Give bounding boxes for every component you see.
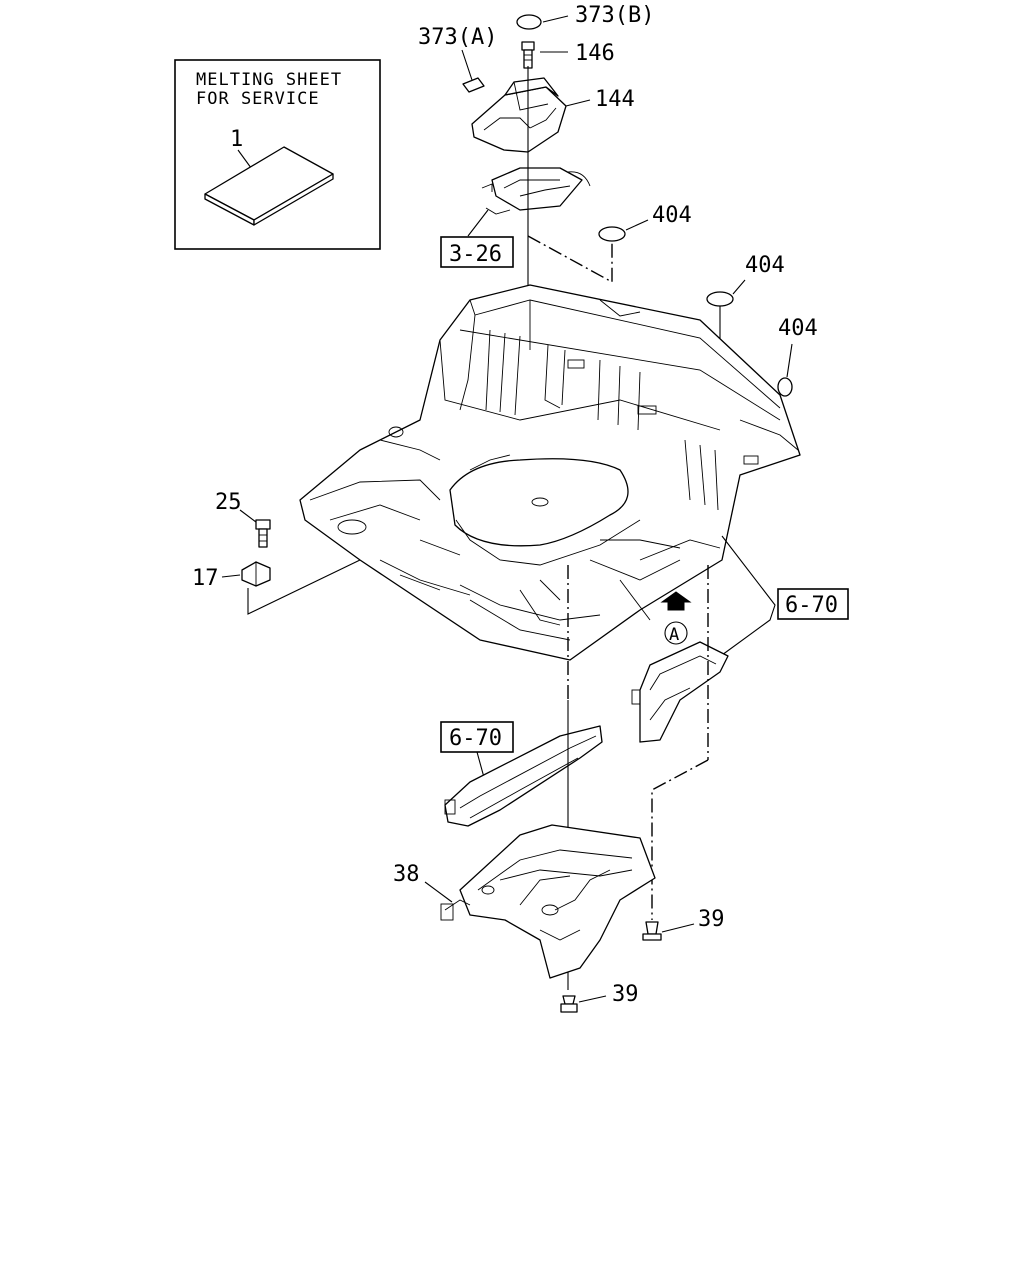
bracket-17 [241,561,271,587]
callout-404a: 404 [652,203,692,228]
refbox-3-26 [440,236,514,268]
view-arrow: A [660,591,692,645]
inset-title-line1: MELTING SHEET [196,70,342,90]
console-bracket-144 [471,77,591,153]
callout-404c: 404 [778,316,818,341]
clip-39-right [642,921,695,941]
callout-373a: 373(A) [418,25,497,50]
refbox-3-26-label: 3-26 [449,242,502,267]
callout-404b: 404 [745,253,785,278]
callout-17: 17 [192,566,219,591]
refbox-6-70-left-label: 6-70 [449,726,502,751]
refbox-6-70-right-label: 6-70 [785,593,838,618]
clip-39-bottom [560,995,607,1013]
melting-sheet-inset: MELTING SHEET FOR SERVICE 1 [174,59,381,250]
inset-title-line2: FOR SERVICE [196,89,320,109]
side-rail-left [444,725,603,827]
callout-38: 38 [393,862,420,887]
refbox-6-70-right [777,588,849,620]
crossmember-38 [440,824,656,979]
shift-bracket [467,167,591,237]
inset-part-ref: 1 [230,127,243,152]
callout-144: 144 [595,87,635,112]
bolt-25 [255,519,271,548]
callout-39-bottom: 39 [612,982,639,1007]
melting-sheet-part [204,146,334,226]
plug-404a [598,219,649,242]
floor-panel [299,284,801,661]
side-rail-right [631,641,729,743]
view-marker-a: A [669,625,680,645]
callout-373b: 373(B) [575,3,654,28]
grommet-373a [462,77,485,93]
callout-25: 25 [215,490,242,515]
cap-373b [516,14,569,30]
callout-39-right: 39 [698,907,725,932]
callout-146: 146 [575,41,615,66]
bolt-146 [521,41,568,69]
